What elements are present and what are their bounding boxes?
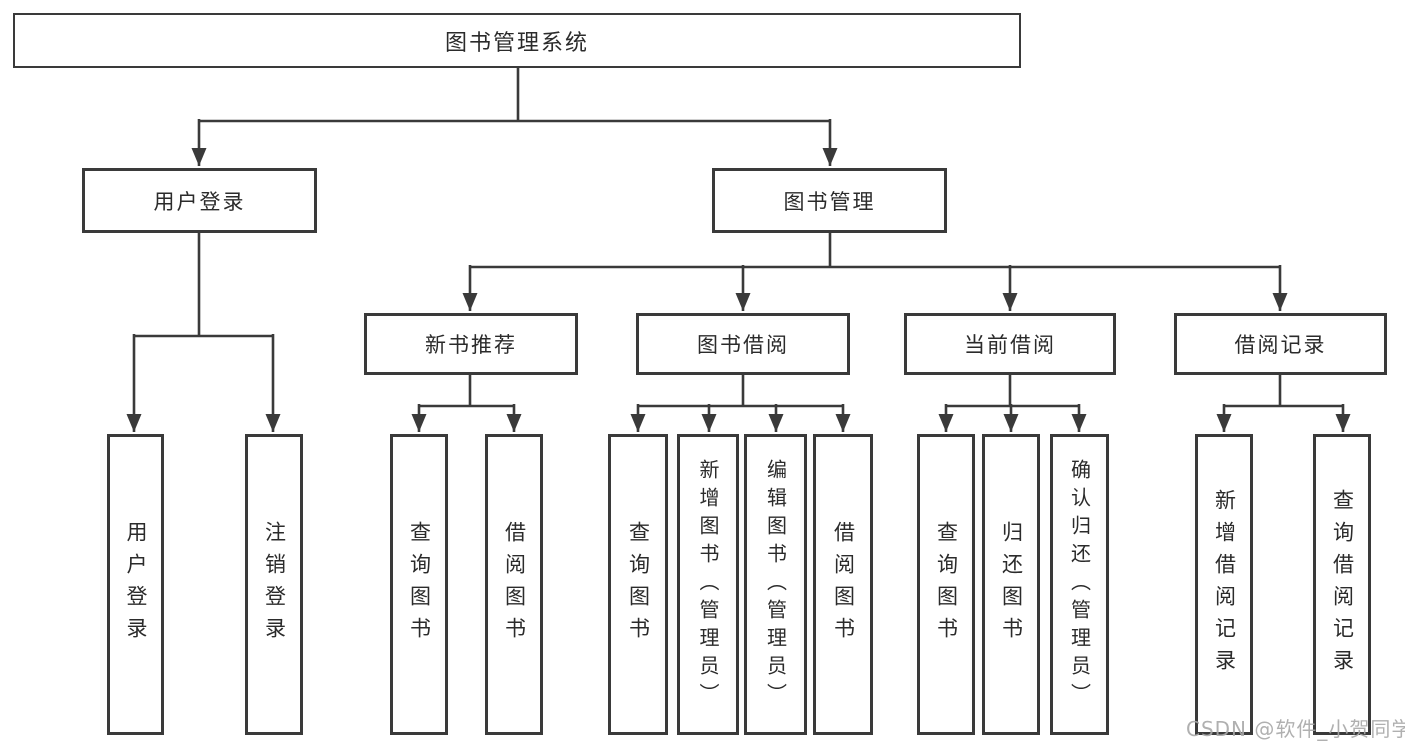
leaf-rec-query-books: 查询图书 <box>390 434 448 735</box>
leaf-br-add-record-label: 新增借阅记录 <box>1212 488 1237 681</box>
leaf-logout-login-label: 注销登录 <box>262 520 287 649</box>
leaf-user-login-label: 用户登录 <box>124 520 148 649</box>
node-new-book-recommend: 新书推荐 <box>364 313 578 375</box>
leaf-cb-confirm-return-admin: 确认归还（管理员） <box>1050 434 1109 735</box>
leaf-user-login: 用户登录 <box>107 434 164 735</box>
leaf-bb-query-books: 查询图书 <box>608 434 668 735</box>
leaf-bb-add-books-admin-label: 新增图书（管理员） <box>696 458 720 711</box>
leaf-bb-edit-books-admin: 编辑图书（管理员） <box>744 434 807 735</box>
leaf-cb-confirm-return-admin-label: 确认归还（管理员） <box>1067 458 1092 711</box>
leaf-bb-borrow-books: 借阅图书 <box>813 434 873 735</box>
node-current-borrow-label: 当前借阅 <box>964 333 1056 357</box>
leaf-bb-edit-books-admin-label: 编辑图书（管理员） <box>763 458 788 711</box>
node-borrow-records-label: 借阅记录 <box>1234 333 1327 357</box>
node-book-borrow-label: 图书借阅 <box>697 333 789 357</box>
node-root-label: 图书管理系统 <box>444 30 589 56</box>
node-book-management-label: 图书管理 <box>783 189 876 214</box>
node-current-borrow: 当前借阅 <box>904 313 1116 375</box>
node-book-borrow: 图书借阅 <box>636 313 850 375</box>
leaf-rec-borrow-books: 借阅图书 <box>485 434 543 735</box>
leaf-rec-query-books-label: 查询图书 <box>407 520 432 649</box>
node-root: 图书管理系统 <box>13 13 1021 68</box>
watermark-text: CSDN @软件_小贺同学 <box>1186 717 1405 741</box>
leaf-cb-return-books: 归还图书 <box>982 434 1040 735</box>
leaf-br-query-record-label: 查询借阅记录 <box>1330 488 1355 681</box>
leaf-logout-login: 注销登录 <box>245 434 303 735</box>
leaf-cb-return-books-label: 归还图书 <box>999 520 1024 649</box>
node-borrow-records: 借阅记录 <box>1174 313 1387 375</box>
leaf-cb-query-books-label: 查询图书 <box>934 520 959 649</box>
leaf-cb-query-books: 查询图书 <box>917 434 975 735</box>
leaf-bb-borrow-books-label: 借阅图书 <box>831 520 856 649</box>
node-new-book-recommend-label: 新书推荐 <box>425 333 517 357</box>
leaf-rec-borrow-books-label: 借阅图书 <box>502 520 527 649</box>
leaf-bb-add-books-admin: 新增图书（管理员） <box>677 434 739 735</box>
node-user-login: 用户登录 <box>82 168 317 233</box>
leaf-br-add-record: 新增借阅记录 <box>1195 434 1253 735</box>
leaf-br-query-record: 查询借阅记录 <box>1313 434 1371 735</box>
node-book-management: 图书管理 <box>712 168 947 233</box>
node-user-login-label: 用户登录 <box>153 189 246 214</box>
leaf-bb-query-books-label: 查询图书 <box>626 520 651 649</box>
